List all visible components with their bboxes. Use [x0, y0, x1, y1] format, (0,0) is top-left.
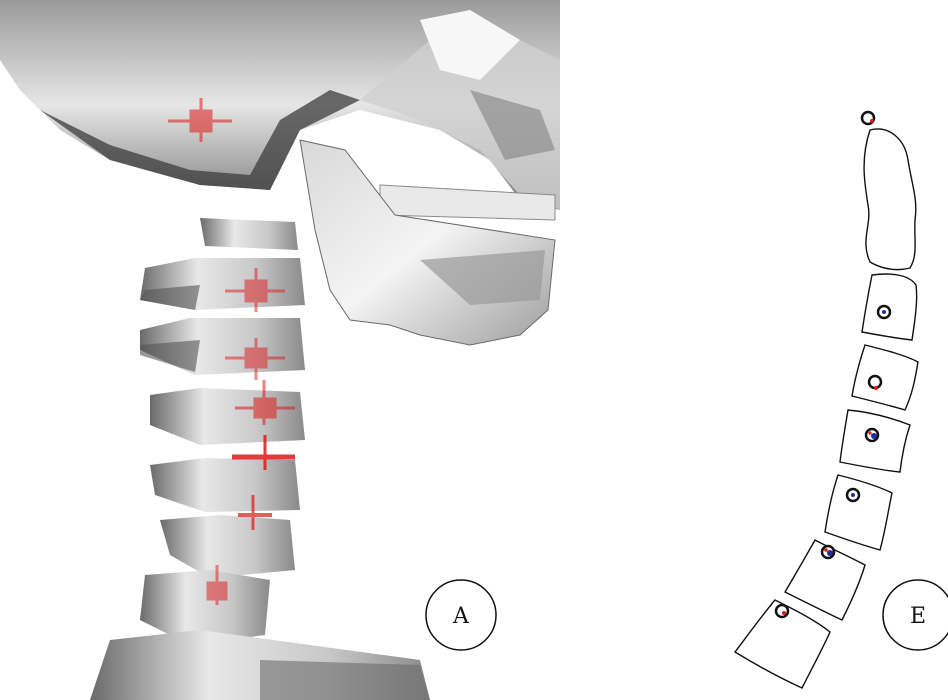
- vertebra-c6: [160, 515, 295, 578]
- svg-text:E: E: [910, 604, 926, 629]
- outline-c3: [862, 274, 917, 340]
- landmark-points-b: [776, 112, 890, 617]
- landmark-t1: [776, 605, 788, 617]
- vertebra-c4: [150, 388, 305, 445]
- vertebra-c2: [140, 258, 305, 310]
- panel-a: A: [0, 0, 560, 700]
- outline-c4: [852, 345, 918, 410]
- landmark-c6: [847, 489, 859, 501]
- panel-label-a: A: [426, 580, 496, 650]
- svg-text:A: A: [452, 604, 470, 629]
- landmark-c2: [862, 112, 874, 124]
- landmark-c3: [878, 306, 890, 318]
- outline-c2: [864, 129, 916, 270]
- vertebra-c1: [200, 218, 298, 250]
- outline-c6: [825, 475, 892, 550]
- landmark-c4: [869, 376, 881, 390]
- vertebra-c5: [150, 458, 300, 512]
- vertebra-c3: [140, 318, 305, 375]
- landmark-c7: [822, 546, 834, 558]
- panel-label-b: E: [883, 580, 948, 650]
- vertebra-t1: [90, 630, 430, 700]
- landmark-c5: [866, 429, 878, 441]
